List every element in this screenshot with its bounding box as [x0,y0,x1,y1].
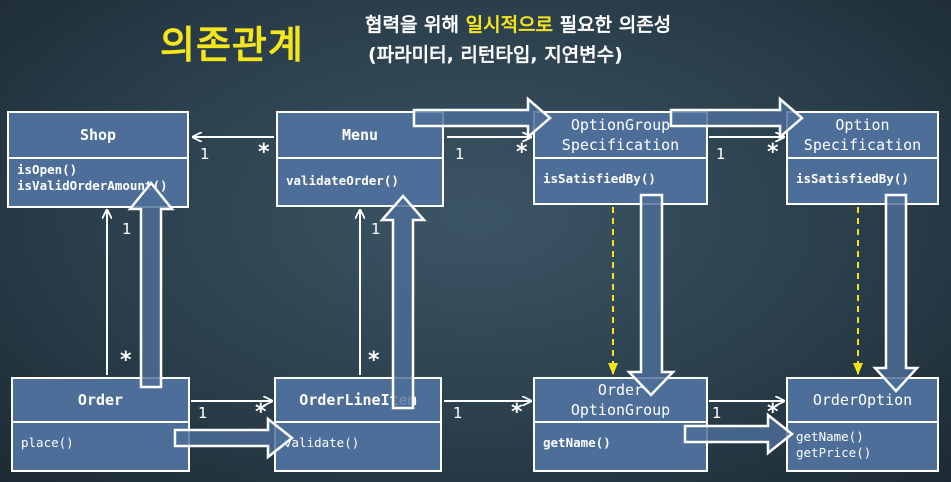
class-menu-ops: validateOrder() [278,159,442,192]
op-validateorder: validateOrder() [286,173,399,188]
mult-ogspec-one: 1 [716,145,726,163]
class-order-line-item-ops: validate() [276,423,440,454]
flow-arrow-order-to-shop [127,181,175,389]
class-order-option-ops: getName() getPrice() [788,423,937,464]
flow-arrow-orderlineitem-to-menu [379,194,427,410]
page-title: 의존관계 [160,23,304,67]
mult-menu-oli-one: 1 [371,220,381,238]
mult-oog-oo-one: 1 [712,404,722,422]
class-option-group-specification-name: OptionGroup Specification [535,113,706,159]
op-validate: validate() [284,435,360,450]
class-order-option-group-name: Order OptionGroup [535,379,706,423]
op-place: place() [21,435,74,450]
op-isopen: isOpen() [17,162,78,177]
class-order-option-group: Order OptionGroup getName() [533,377,708,472]
op-getname: getName() [796,429,864,444]
class-order-option: OrderOption getName() getPrice() [786,377,939,472]
class-shop-ops: isOpen() isValidOrderAmount() [9,159,187,197]
op-isvalidorderamount: isValidOrderAmount() [17,178,168,193]
class-order: Order place() [11,377,190,472]
class-option-specification: Option Specification isSatisfiedBy() [786,111,939,205]
class-option-group-specification-ops: isSatisfiedBy() [535,159,706,190]
mult-oog-star: * [511,400,523,425]
name-line-1: Order [597,381,644,399]
subtitle-line-2: (파라미터, 리턴타입, 지연변수) [368,44,623,66]
op-getname: getName() [543,435,611,450]
class-order-option-group-ops: getName() [535,423,706,454]
class-menu-name: Menu [278,113,442,159]
mult-oli-star: * [368,348,380,373]
mult-oli-left-star: * [255,400,267,425]
class-order-line-item-name: OrderLineItem [276,379,440,423]
flow-arrow-ogspec-to-oog [626,193,676,397]
mult-ogspec-star: * [516,140,528,165]
class-order-ops: place() [13,423,188,454]
name-line-1: Option [835,116,890,134]
class-order-option-name: OrderOption [788,379,937,423]
mult-menu-star: * [258,140,270,165]
class-order-name: Order [13,379,188,423]
op-issatisfiedby: isSatisfiedBy() [543,171,656,186]
mult-shop-order-one: 1 [122,220,132,238]
mult-shop-one: 1 [200,145,210,163]
op-issatisfiedby: isSatisfiedBy() [796,171,909,186]
name-line-2: OptionGroup [570,401,671,419]
flow-arrow-menu-to-ogspec [412,96,552,140]
name-line-2: Specification [803,136,922,154]
flow-arrow-oog-to-oo [683,412,795,456]
name-line-2: Specification [561,136,680,154]
subtitle-line-1: 협력을 위해 일시적으로 필요한 의존성 [365,10,671,37]
mult-menu-one: 1 [455,145,465,163]
subtitle-pre: 협력을 위해 [365,14,466,36]
op-getprice: getPrice() [796,445,872,460]
mult-oli-oog-one: 1 [453,404,463,422]
class-shop-name: Shop [9,113,187,159]
flow-arrow-order-to-orderlineitem [173,416,295,460]
flow-arrow-ogspec-to-ospec [669,96,804,140]
mult-oo-star: * [767,400,779,425]
name-line-1: OptionGroup [570,116,671,134]
subtitle-post: 필요한 의존성 [553,14,672,36]
mult-order-oli-one: 1 [198,404,208,422]
class-option-specification-ops: isSatisfiedBy() [788,159,937,190]
mult-order-star: * [120,348,132,373]
class-option-specification-name: Option Specification [788,113,937,159]
mult-ospec-star: * [767,140,779,165]
flow-arrow-ospec-to-oo [872,193,920,393]
subtitle-highlight: 일시적으로 [465,14,554,36]
